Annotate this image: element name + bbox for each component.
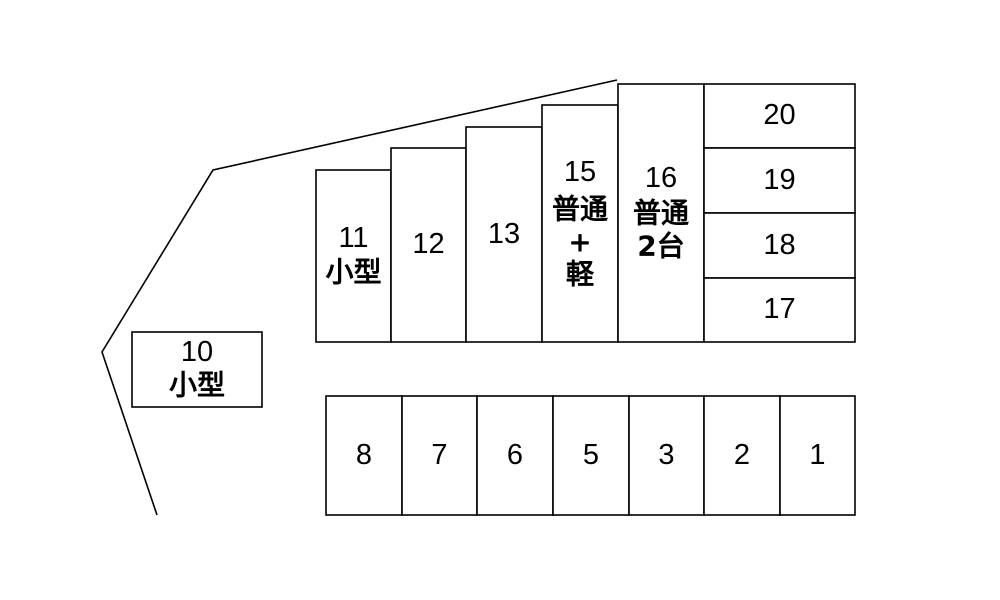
parking-stall-3: 3 — [628, 395, 705, 516]
lot-boundary-line — [101, 79, 618, 516]
parking-stall-11: 11 小型 — [315, 169, 392, 343]
parking-stall-17: 17 — [703, 277, 856, 343]
stall-number: 17 — [763, 293, 795, 325]
stall-number: 10 — [181, 336, 213, 368]
stall-number: 6 — [507, 439, 523, 471]
stall-number: 16 — [645, 162, 677, 194]
parking-stall-15: 15 普通 + 軽 — [541, 104, 619, 343]
stall-outline — [476, 395, 554, 516]
stall-capacity-label: 2台 — [637, 230, 684, 263]
parking-stall-6: 6 — [476, 395, 554, 516]
stall-outline — [325, 395, 403, 516]
parking-stall-19: 19 — [703, 147, 856, 214]
stall-type-label: 小型 — [325, 256, 381, 289]
stall-type-label: 普通 — [633, 197, 689, 230]
stall-type-label: 普通 — [552, 193, 608, 226]
parking-stall-16: 16 普通 2台 — [617, 83, 705, 343]
stall-outline — [617, 83, 705, 343]
stall-number: 12 — [412, 228, 444, 260]
parking-stall-18: 18 — [703, 212, 856, 279]
parking-stall-20: 20 — [703, 83, 856, 149]
stall-outline — [779, 395, 856, 516]
stall-type-label: 小型 — [169, 369, 225, 402]
parking-stall-8: 8 — [325, 395, 403, 516]
stall-number: 5 — [583, 439, 599, 471]
stall-number: 20 — [763, 99, 795, 131]
parking-stall-10: 10 小型 — [131, 331, 263, 408]
parking-stall-13: 13 — [465, 126, 543, 343]
stall-number: 1 — [809, 439, 825, 471]
parking-stall-5: 5 — [552, 395, 630, 516]
stall-outline — [552, 395, 630, 516]
parking-stall-2: 2 — [703, 395, 781, 516]
stall-outline — [703, 212, 856, 279]
stall-number: 15 — [564, 156, 596, 188]
parking-stall-1: 1 — [779, 395, 856, 516]
stall-outline — [131, 331, 263, 408]
stall-number: 7 — [431, 439, 447, 471]
stall-outline — [703, 277, 856, 343]
stall-number: 13 — [488, 218, 520, 250]
stall-outline — [390, 147, 467, 343]
stall-number: 19 — [763, 164, 795, 196]
stall-type-plus: + — [568, 226, 591, 259]
stall-number: 18 — [763, 229, 795, 261]
stall-number: 8 — [356, 439, 372, 471]
stall-number: 2 — [734, 439, 750, 471]
stall-outline — [703, 83, 856, 149]
stall-outline — [703, 395, 781, 516]
stall-outline — [703, 147, 856, 214]
stall-number: 3 — [658, 439, 674, 471]
stall-outline — [315, 169, 392, 343]
stall-number: 11 — [338, 222, 368, 254]
stall-outline — [628, 395, 705, 516]
parking-stall-12: 12 — [390, 147, 467, 343]
parking-stall-7: 7 — [401, 395, 478, 516]
stall-type-label-kei: 軽 — [566, 258, 595, 291]
